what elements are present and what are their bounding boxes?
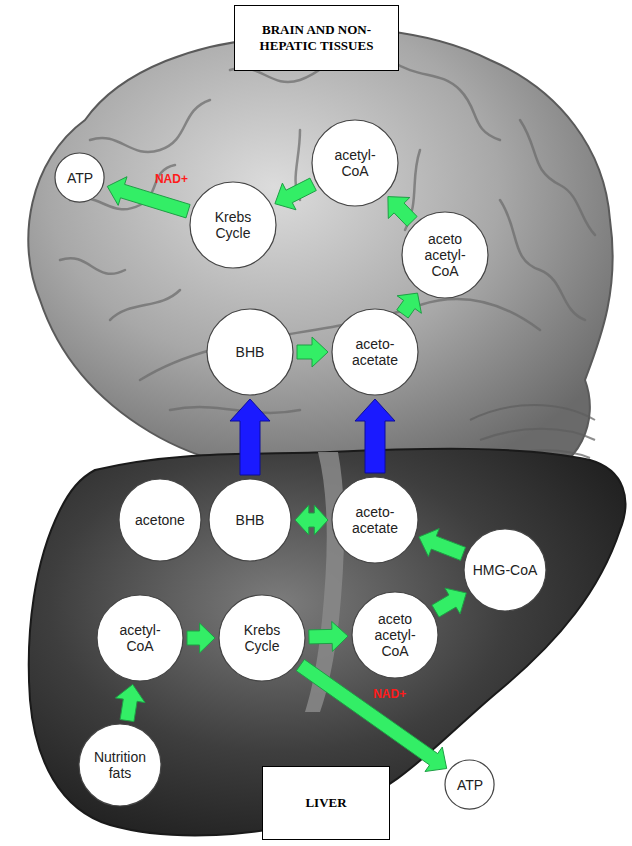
region-title: LIVER	[271, 795, 381, 811]
block-arrow	[230, 399, 270, 475]
region-title: BRAIN AND NON-HEPATIC TISSUES	[247, 22, 387, 54]
block-arrow	[355, 399, 395, 473]
metabolite-circle: aceto-acetate	[331, 308, 419, 396]
metabolite-name: Krebs Cycle	[233, 622, 291, 654]
metabolite-name: Nutrition fats	[91, 749, 149, 781]
block-arrow	[419, 529, 466, 561]
metabolite-name: acetone	[131, 512, 189, 528]
metabolite-name: aceto-acetate	[346, 504, 404, 536]
circle-outline	[119, 479, 201, 561]
metabolite-name: BHB	[221, 512, 279, 528]
metabolite-name: HMG-CoA	[468, 562, 542, 578]
circle-outline	[402, 212, 488, 298]
metabolite-circle: aceto-acetate	[331, 476, 419, 564]
block-arrow	[309, 621, 348, 651]
block-arrow	[297, 337, 328, 367]
circle-outline	[79, 724, 161, 806]
circle-outline	[55, 153, 104, 202]
circle-outline	[312, 120, 398, 206]
block-arrow	[388, 197, 417, 227]
metabolite-name: ATP	[450, 777, 490, 793]
metabolite-circle: acetyl-CoA	[311, 119, 399, 207]
metabolite-name: aceto acetyl-CoA	[416, 231, 474, 279]
metabolite-circle: aceto acetyl-CoA	[401, 211, 489, 299]
block-arrow	[275, 178, 316, 210]
metabolite-circle: ATP	[54, 152, 105, 203]
metabolite-name: Krebs Cycle	[204, 209, 262, 241]
circle-outline	[207, 309, 293, 395]
block-arrow	[187, 623, 215, 653]
cofactor-label: NAD+	[155, 172, 188, 186]
metabolite-name: acetyl-CoA	[111, 622, 169, 654]
block-arrow	[295, 505, 328, 535]
circle-outline	[209, 479, 291, 561]
metabolite-circle: ATP	[444, 759, 495, 810]
circle-outline	[464, 529, 546, 611]
metabolite-circle: acetone	[118, 478, 202, 562]
metabolite-name: BHB	[221, 344, 279, 360]
brain-illustration	[28, 29, 612, 481]
block-arrow	[432, 588, 466, 617]
metabolite-circle: acetyl-CoA	[96, 594, 184, 682]
circle-outline	[190, 182, 276, 268]
circle-outline	[219, 595, 305, 681]
circle-outline	[445, 760, 494, 809]
metabolite-circle: BHB	[208, 478, 292, 562]
block-arrow	[296, 659, 446, 771]
circle-outline	[332, 309, 418, 395]
circle-outline	[332, 477, 418, 563]
metabolite-name: ATP	[60, 170, 100, 186]
metabolite-circle: aceto acetyl-CoA	[351, 591, 439, 679]
block-arrow	[397, 293, 422, 318]
circle-outline	[352, 592, 438, 678]
metabolite-circle: BHB	[206, 308, 294, 396]
metabolite-name: aceto-acetate	[346, 336, 404, 368]
metabolite-circle: Nutrition fats	[78, 723, 162, 807]
metabolite-name: aceto acetyl-CoA	[366, 611, 424, 659]
circle-outline	[97, 595, 183, 681]
metabolite-circle: HMG-CoA	[463, 528, 547, 612]
metabolite-name: acetyl-CoA	[326, 147, 384, 179]
cofactor-label: NAD+	[373, 687, 406, 701]
metabolite-circle: Krebs Cycle	[218, 594, 306, 682]
block-arrow	[115, 684, 145, 721]
region-title-box: BRAIN AND NON-HEPATIC TISSUES	[234, 5, 399, 71]
metabolite-circle: Krebs Cycle	[189, 181, 277, 269]
region-title-box: LIVER	[262, 766, 390, 840]
